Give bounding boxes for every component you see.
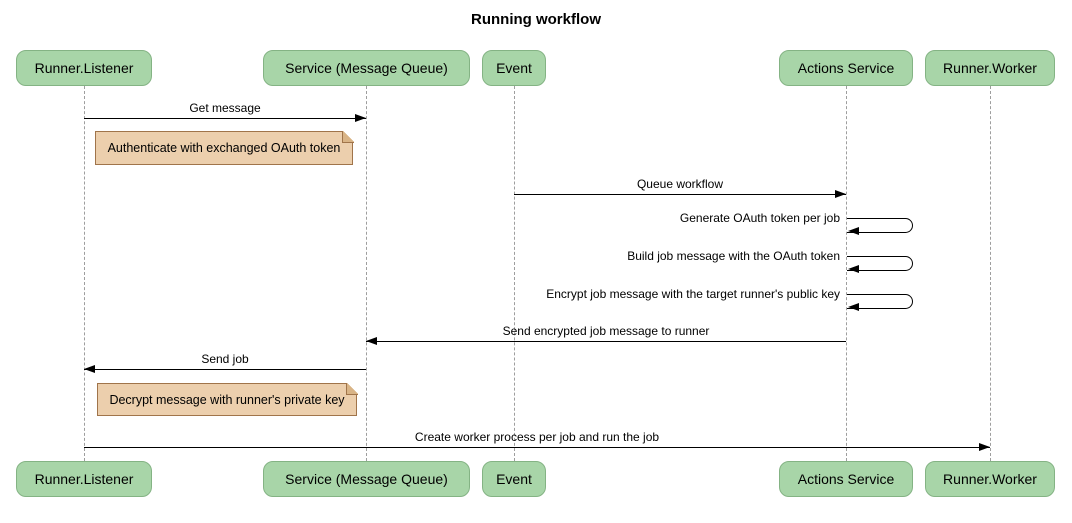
note-authenticate: Authenticate with exchanged OAuth token <box>95 130 354 165</box>
note-text: Authenticate with exchanged OAuth token <box>107 141 341 155</box>
arrowhead-left-icon <box>848 227 859 235</box>
note-text: Decrypt message with runner's private ke… <box>109 392 345 407</box>
arrowhead-left-icon <box>848 303 859 311</box>
self-loop-line <box>847 256 913 271</box>
participant-service-message-queue-top: Service (Message Queue) <box>263 50 470 86</box>
lifeline-service-message-queue <box>366 86 367 461</box>
arrowhead-right-icon <box>355 114 366 122</box>
participant-actions-service-top: Actions Service <box>779 50 913 86</box>
diagram-title: Running workflow <box>471 11 601 28</box>
self-message-label-encrypt-message: Encrypt job message with the target runn… <box>546 287 840 301</box>
note-fold-icon <box>345 382 358 395</box>
message-line <box>514 194 846 195</box>
message-line <box>84 118 366 119</box>
lifeline-actions-service <box>846 86 847 461</box>
message-label-get-message: Get message <box>189 101 261 115</box>
note-fold-icon <box>341 130 354 143</box>
participant-runner-worker-bottom: Runner.Worker <box>925 461 1055 497</box>
participant-service-message-queue-bottom: Service (Message Queue) <box>263 461 470 497</box>
participant-runner-listener-top: Runner.Listener <box>16 50 152 86</box>
arrowhead-right-icon <box>979 443 990 451</box>
arrowhead-left-icon <box>366 337 377 345</box>
arrowhead-left-icon <box>84 365 95 373</box>
self-loop-line <box>847 294 913 309</box>
participant-runner-listener-bottom: Runner.Listener <box>16 461 152 497</box>
message-label-send-encrypted: Send encrypted job message to runner <box>502 324 710 338</box>
arrowhead-right-icon <box>835 190 846 198</box>
self-message-label-generate-token: Generate OAuth token per job <box>679 211 840 225</box>
message-label-send-job: Send job <box>201 352 249 366</box>
message-label-create-worker: Create worker process per job and run th… <box>414 430 660 444</box>
participant-event-top: Event <box>482 50 546 86</box>
arrowhead-left-icon <box>848 265 859 273</box>
note-decrypt: Decrypt message with runner's private ke… <box>97 382 358 416</box>
self-message-label-build-message: Build job message with the OAuth token <box>627 249 840 263</box>
message-line <box>84 447 990 448</box>
lifeline-event <box>514 86 515 461</box>
self-loop-line <box>847 218 913 233</box>
lifeline-runner-worker <box>990 86 991 461</box>
message-line <box>366 341 846 342</box>
message-label-queue-workflow: Queue workflow <box>636 177 724 191</box>
participant-runner-worker-top: Runner.Worker <box>925 50 1055 86</box>
lifeline-runner-listener <box>84 86 85 461</box>
message-line <box>84 369 366 370</box>
participant-actions-service-bottom: Actions Service <box>779 461 913 497</box>
participant-event-bottom: Event <box>482 461 546 497</box>
